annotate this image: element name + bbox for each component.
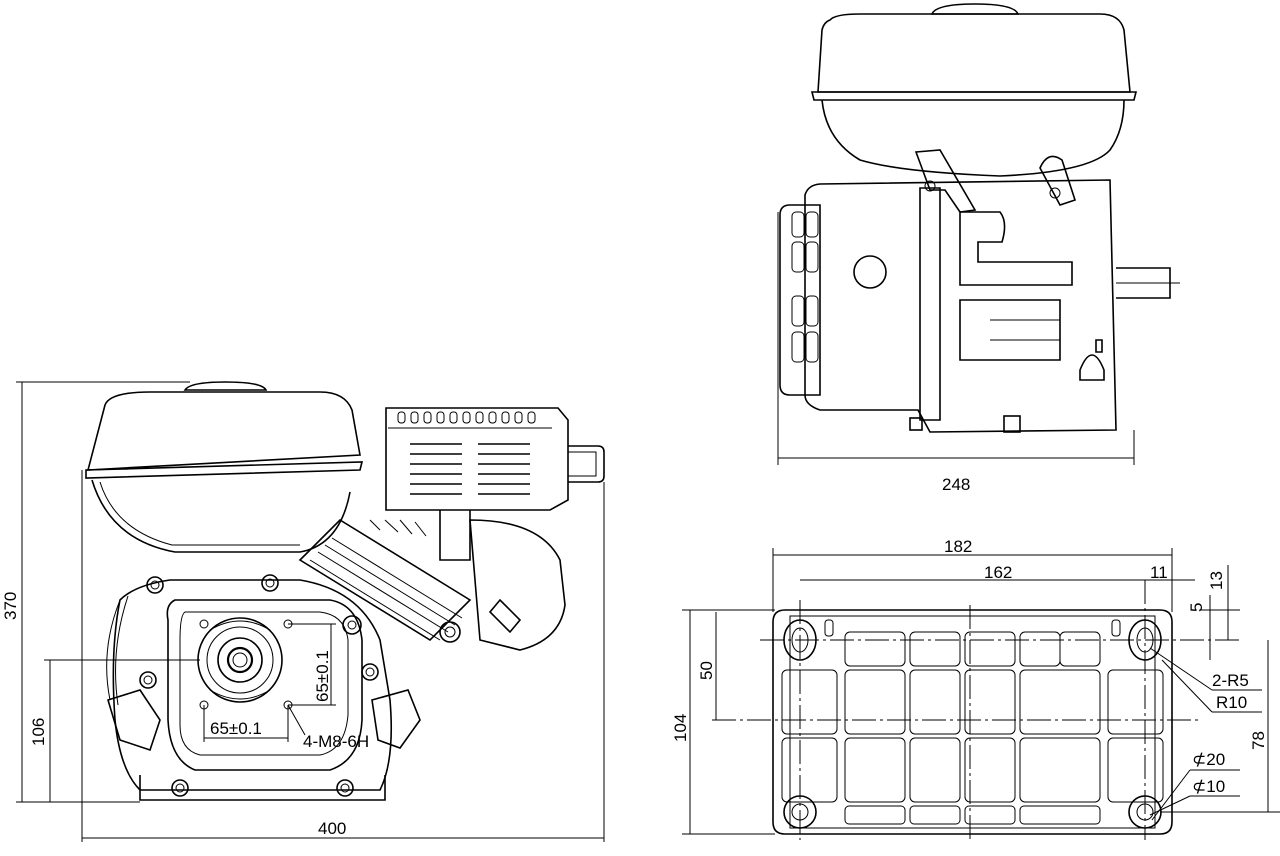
dim-slot-offset: 11 [1150, 563, 1168, 582]
front-view [777, 3, 1180, 465]
crankshaft-hub [197, 617, 283, 703]
dim-corner-radius: R10 [1216, 693, 1247, 712]
base-view [682, 548, 1280, 840]
crankcase-side [106, 574, 421, 801]
cylinder-fins [298, 518, 566, 651]
side-dimensions [16, 381, 605, 842]
dim-height-holes-top: 50 [697, 661, 716, 680]
front-dimensions [777, 212, 1135, 465]
base-outline [772, 609, 1173, 835]
base-ribs [781, 619, 1164, 825]
dim-slot-depth: 13 [1207, 571, 1226, 590]
dim-base-height-holes: 78 [1249, 731, 1268, 750]
dim-height-shaft: 106 [29, 718, 48, 746]
bolt-pattern [199, 619, 336, 742]
dim-boss-diameter: ⊄20 [1192, 750, 1225, 769]
dim-bolt-spec: 4-M8-6H [303, 732, 369, 751]
base-centerlines [712, 580, 1240, 840]
base-mounting-holes [783, 619, 1162, 829]
fuel-tank-side [85, 381, 364, 553]
fuel-tank-front [810, 3, 1138, 177]
dim-front-width: 248 [942, 475, 970, 494]
dim-slot-radius: 2-R5 [1212, 671, 1249, 690]
dim-slot-width: 5 [1187, 603, 1206, 612]
engine-body-front [779, 149, 1180, 433]
dim-base-width-outer: 182 [944, 537, 972, 556]
base-dimensions [682, 548, 1280, 835]
dim-height-total: 370 [1, 592, 20, 620]
side-view [16, 381, 605, 842]
dim-bolt-spacing-h: 65±0.1 [210, 719, 262, 738]
dim-base-width-holes: 162 [984, 563, 1012, 582]
air-cleaner [385, 407, 605, 561]
dim-hole-diameter: ⊄10 [1192, 777, 1225, 796]
dim-bolt-spacing-v: 65±0.1 [313, 650, 332, 702]
dim-width-total: 400 [318, 819, 346, 838]
dim-base-height-total: 104 [671, 714, 690, 742]
